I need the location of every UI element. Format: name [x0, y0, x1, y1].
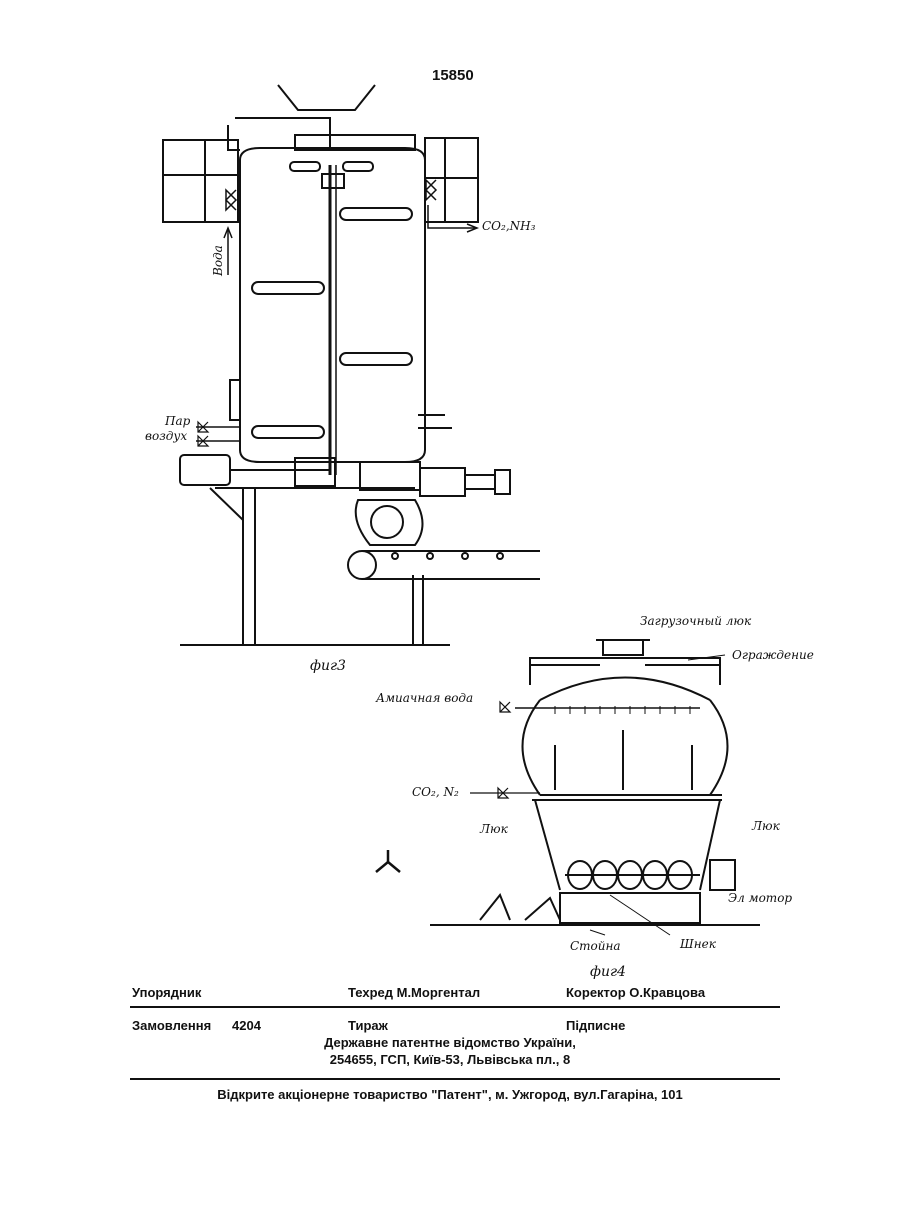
- agency-line-1: Державне патентне відомство України,: [0, 1035, 900, 1050]
- fig3-right-frame: [425, 138, 478, 222]
- fig4-fence: [530, 658, 720, 685]
- fig3-paddle: [252, 282, 324, 294]
- fig4-label-loading-hatch: Загрузочный люк: [640, 614, 752, 628]
- fig3-motor: [180, 455, 230, 485]
- fig4-label-screw: Шнек: [679, 937, 717, 951]
- fig4-label-fence: Ограждение: [732, 648, 814, 662]
- fig3-paddle: [340, 208, 412, 220]
- fig4-loading-hatch: [596, 640, 650, 655]
- publisher-line: Відкрите акціонерне товариство "Патент",…: [0, 1087, 900, 1102]
- fig3-conveyor-drum: [348, 551, 376, 579]
- fig3-caption: фиг3: [310, 658, 346, 674]
- fig3-label-water: Вода: [211, 245, 225, 277]
- fig4-drawing: [430, 640, 760, 935]
- fig4-label-hatch-right: Люк: [751, 819, 781, 833]
- fig4-label-motor: Эл мотор: [728, 891, 792, 905]
- agency-line-2: 254655, ГСП, Київ-53, Львівська пл., 8: [0, 1052, 900, 1067]
- subscription-label: Підписне: [566, 1018, 625, 1033]
- techred-label: Техред М.Моргентал: [348, 985, 480, 1000]
- print-run-label: Тираж: [348, 1018, 388, 1033]
- fig4-label-hatch-left: Люк: [479, 822, 509, 836]
- fig3-paddle: [252, 426, 324, 438]
- fig3-vessel: [240, 148, 425, 462]
- fig4-motor: [710, 860, 735, 890]
- fig4-caption: фиг4: [590, 964, 626, 980]
- fig3-hopper: [278, 85, 375, 110]
- compiler-label: Упорядник: [132, 985, 201, 1000]
- footer-divider-top: [130, 1006, 780, 1008]
- fig4-label-co2-n2: CO₂, N₂: [412, 785, 459, 799]
- fig4-label-stand: Стойна: [570, 939, 621, 953]
- fig4-spray-marks: [555, 706, 690, 714]
- page-number: 15850: [432, 67, 474, 84]
- fig3-label-steam: Пар: [164, 414, 191, 428]
- order-number: 4204: [232, 1018, 261, 1033]
- fig3-label-co2-nh3: CO₂,NH₃: [482, 219, 536, 233]
- fig3-label-air: воздух: [145, 429, 187, 443]
- order-label: Замовлення: [132, 1018, 211, 1033]
- fig4-label-ammonia-water: Амиачная вода: [375, 691, 473, 705]
- corrector-label: Коректор О.Кравцова: [566, 985, 705, 1000]
- footer-divider-bottom: [130, 1078, 780, 1080]
- fig3-paddle: [340, 353, 412, 365]
- fig3-drawing: [163, 85, 540, 645]
- axis-symbol-icon: [376, 850, 400, 872]
